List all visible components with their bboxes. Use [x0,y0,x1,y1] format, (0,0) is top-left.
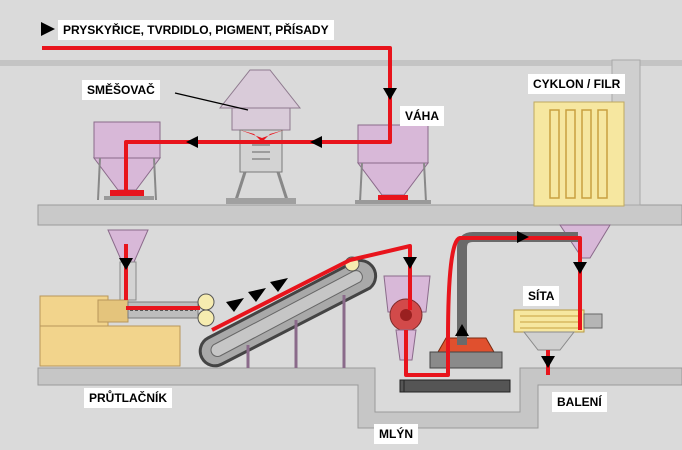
ceiling-beam [0,60,682,66]
label-cyclone: CYKLON / FILR [528,74,626,94]
label-packaging: BALENÍ [552,392,607,412]
label-extruder: PRŮTLAČNÍK [84,388,172,408]
flow-arrows [41,22,587,368]
flow-arrow-icon [310,136,322,148]
label-scale: VÁHA [400,106,445,126]
flow-arrow-icon [119,258,133,270]
cyclone-filter [533,101,625,207]
input-arrow-icon [41,22,55,36]
mixer-unit [218,69,302,204]
flow-arrow-icon [270,278,288,292]
label-inputs: PRYSKYŘICE, TVRDIDLO, PIGMENT, PŘÍSADY [58,20,334,40]
flow-arrow-icon [517,231,529,243]
cooling-conveyor [197,256,378,368]
ground-floor [37,367,682,429]
label-mixer: SMĚŠOVAČ [82,80,160,100]
flow-arrow-icon [541,356,555,368]
flow-arrow-icon [248,288,266,302]
material-flow-line [42,46,582,377]
flow-arrow-icon [186,136,198,148]
upper-floor-slab [37,204,682,226]
flow-arrow-icon [383,88,397,100]
mixer-leader-line [174,92,249,111]
flow-arrow-icon [403,257,417,269]
label-sieves: SÍTA [523,286,560,306]
flow-arrow-icon [573,262,587,274]
flow-arrow-icon [455,324,469,336]
flow-arrow-icon [226,298,244,312]
sieve-unit [513,309,603,351]
label-mill: MLÝN [374,424,418,444]
